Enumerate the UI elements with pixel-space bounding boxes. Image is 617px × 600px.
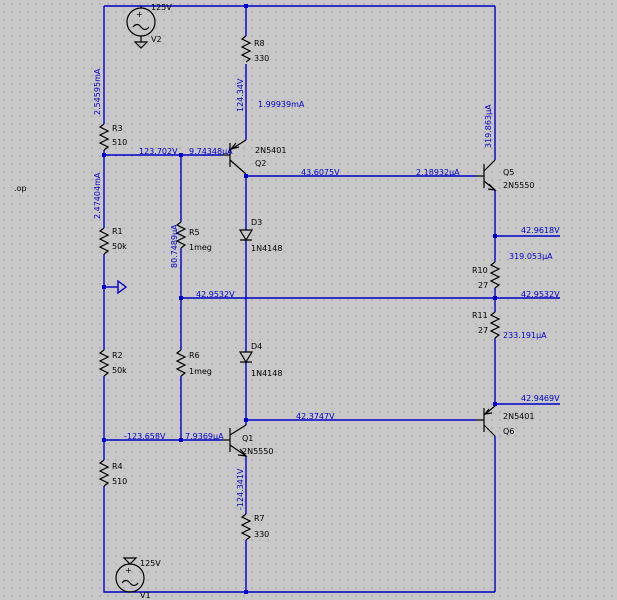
r8-value: 330: [254, 54, 269, 63]
ann-v-mid: 42.9532V: [196, 290, 235, 299]
q1-model: 2N5550: [242, 447, 273, 456]
ann-i-q2b: 9.74348µA: [189, 147, 233, 156]
q6-name: Q6: [503, 427, 514, 436]
r10-name: R10: [472, 266, 488, 275]
resistor-r8[interactable]: R8 330: [240, 35, 269, 63]
r4-name: R4: [112, 462, 123, 471]
r10-value: 27: [478, 281, 488, 290]
ann-i-r11: 233.191µA: [503, 331, 547, 340]
source-v2[interactable]: + 125V V2: [126, 3, 172, 49]
r7-name: R7: [254, 514, 265, 523]
svg-text:+: +: [136, 10, 143, 19]
ann-v-q2c: 43.6075V: [301, 168, 340, 177]
q6-model: 2N5401: [503, 412, 534, 421]
r4-value: 510: [112, 477, 127, 486]
ann-i-r8: 1.99939mA: [258, 100, 305, 109]
d3-model: 1N4148: [251, 244, 282, 253]
q2-name: Q2: [255, 159, 266, 168]
ann-i-r1: 2.47404mA: [93, 172, 102, 219]
ann-v-n2: -123.658V: [124, 432, 166, 441]
r6-value: 1meg: [189, 367, 212, 376]
ann-v-mid-right: 42.9532V: [521, 290, 560, 299]
ann-i-r10: 319.053µA: [509, 252, 553, 261]
source-v1[interactable]: + 125V V1: [115, 557, 161, 600]
ann-i-q1b: 7.9369µA: [185, 432, 224, 441]
ann-v-r5: 80.7489µA: [170, 224, 179, 268]
d3-name: D3: [251, 218, 262, 227]
resistor-r10[interactable]: R10 27: [472, 261, 501, 290]
diode-d4[interactable]: D4 1N4148: [238, 342, 282, 378]
resistor-r3[interactable]: R3 510: [98, 123, 127, 151]
r3-value: 510: [112, 138, 127, 147]
r5-name: R5: [189, 228, 200, 237]
v1-name: V1: [140, 591, 151, 600]
junction-dots: [102, 4, 497, 594]
transistor-q6[interactable]: 2N5401 Q6: [476, 405, 534, 437]
resistor-r2[interactable]: R2 50k: [98, 349, 127, 377]
transistor-q5[interactable]: Q5 2N5550: [476, 159, 534, 191]
ann-i-q5: 319.863µA: [484, 104, 493, 148]
r6-name: R6: [189, 351, 200, 360]
spice-directive-op: .op: [14, 184, 27, 193]
ann-i-q5b: 2.18932µA: [416, 168, 460, 177]
ann-v-n1: 123.702V: [139, 147, 178, 156]
v1-value: 125V: [140, 559, 161, 568]
ann-v-bot: 42.9469V: [521, 394, 560, 403]
resistor-r6[interactable]: R6 1meg: [175, 349, 212, 377]
resistor-r4[interactable]: R4 510: [98, 459, 127, 487]
ann-v-q1c: 42.3747V: [296, 412, 335, 421]
ann-v-r8: 124.34V: [236, 78, 245, 112]
ann-i-r3: 2.54595mA: [93, 68, 102, 115]
ground-flag: [117, 279, 128, 295]
q5-name: Q5: [503, 168, 514, 177]
d4-model: 1N4148: [251, 369, 282, 378]
r8-name: R8: [254, 39, 265, 48]
transistor-q2[interactable]: 2N5401 Q2: [222, 139, 286, 175]
r2-value: 50k: [112, 366, 127, 375]
v2-value: 125V: [151, 3, 172, 12]
svg-text:+: +: [125, 566, 132, 575]
ann-v-r7: -124.341V: [236, 468, 245, 510]
resistor-r1[interactable]: R1 50k: [98, 227, 127, 255]
resistor-r7[interactable]: R7 330: [240, 513, 269, 541]
r3-name: R3: [112, 124, 123, 133]
r2-name: R2: [112, 351, 123, 360]
v2-name: V2: [151, 35, 162, 44]
wires: [103, 5, 560, 593]
r1-name: R1: [112, 227, 123, 236]
diode-d3[interactable]: D3 1N4148: [238, 218, 282, 253]
resistor-r5[interactable]: R5 1meg: [175, 221, 212, 252]
q1-name: Q1: [242, 434, 253, 443]
r7-value: 330: [254, 530, 269, 539]
resistor-r11[interactable]: R11 27: [472, 311, 501, 339]
r5-value: 1meg: [189, 243, 212, 252]
ann-v-top: 42.9618V: [521, 226, 560, 235]
r1-value: 50k: [112, 242, 127, 251]
d4-name: D4: [251, 342, 262, 351]
q5-model: 2N5550: [503, 181, 534, 190]
transistor-q1[interactable]: Q1 2N5550: [222, 424, 273, 457]
q2-model: 2N5401: [255, 146, 286, 155]
r11-name: R11: [472, 311, 488, 320]
r11-value: 27: [478, 326, 488, 335]
op-annotations: 2.54595mA 124.34V 1.99939mA 319.863µA 12…: [93, 68, 560, 510]
